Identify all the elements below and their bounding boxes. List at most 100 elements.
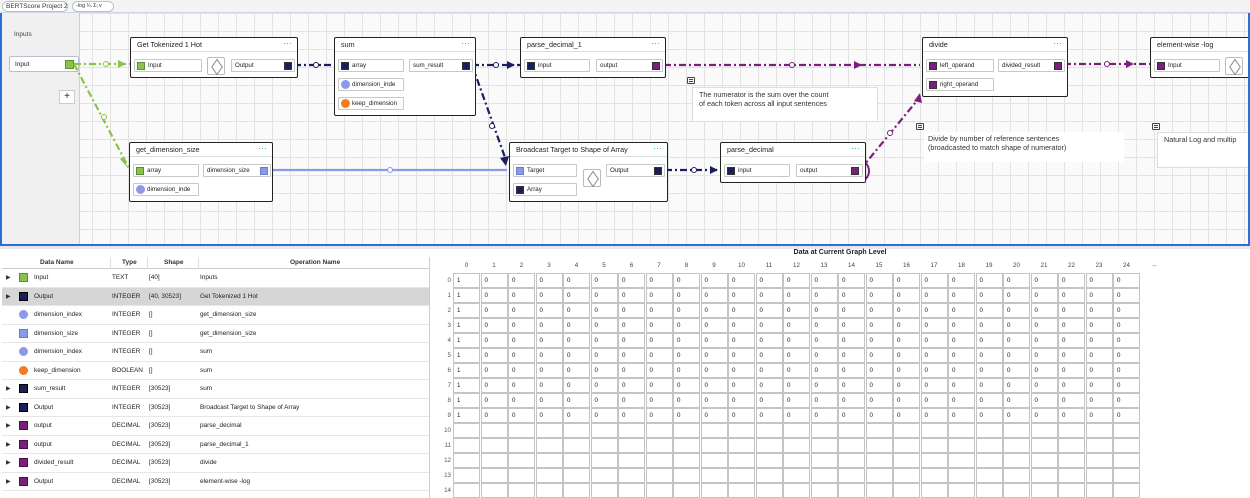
grid-cell[interactable]: 0 [975, 363, 1003, 378]
grid-cell[interactable] [673, 423, 700, 438]
grid-cell[interactable] [563, 453, 590, 468]
grid-cell[interactable]: 0 [865, 318, 893, 333]
expand-caret-icon[interactable]: ▶ [6, 423, 11, 429]
grid-cell[interactable]: 0 [700, 393, 728, 408]
grid-column-header[interactable]: 21 [1040, 262, 1048, 269]
grid-cell[interactable]: 0 [618, 333, 645, 348]
grid-cell[interactable]: 0 [645, 348, 673, 363]
grid-cell[interactable]: 0 [1003, 378, 1030, 393]
grid-cell[interactable]: 0 [838, 318, 865, 333]
grid-cell[interactable] [975, 468, 1003, 483]
grid-cell[interactable]: 0 [838, 333, 865, 348]
grid-cell[interactable]: 0 [1085, 273, 1113, 288]
grid-cell[interactable]: 0 [975, 273, 1003, 288]
node-menu-icon[interactable]: ··· [851, 143, 860, 153]
grid-cell[interactable] [1113, 453, 1140, 468]
grid-cell[interactable]: 0 [948, 348, 975, 363]
grid-cell[interactable]: 0 [838, 348, 865, 363]
grid-cell[interactable]: 0 [645, 288, 673, 303]
grid-cell[interactable]: 0 [1085, 408, 1113, 423]
node-sum[interactable]: sum ··· array sum_result dimension_inde … [334, 37, 476, 116]
grid-cell[interactable]: 1 [453, 363, 480, 378]
grid-cell[interactable] [893, 483, 920, 498]
grid-column-header[interactable]: 13 [820, 262, 828, 269]
grid-cell[interactable] [865, 483, 893, 498]
node-divide[interactable]: divide ··· left_operand divided_result r… [922, 37, 1068, 97]
expand-caret-icon[interactable]: ▶ [6, 293, 11, 300]
grid-cell[interactable]: 0 [1003, 318, 1030, 333]
grid-cell[interactable]: 0 [590, 363, 618, 378]
grid-cell[interactable]: 0 [618, 393, 645, 408]
grid-cell[interactable]: 0 [893, 273, 920, 288]
grid-cell[interactable]: 0 [893, 303, 920, 318]
grid-cell[interactable] [1030, 423, 1058, 438]
grid-cell[interactable] [810, 483, 838, 498]
grid-cell[interactable]: 0 [590, 303, 618, 318]
node-element-wise-log[interactable]: element-wise -log Input [1150, 37, 1248, 78]
note-divide[interactable]: Divide by number of reference sentences … [924, 132, 1124, 162]
note-log[interactable]: Natural Log and multip [1157, 132, 1248, 168]
grid-cell[interactable] [563, 438, 590, 453]
grid-cell[interactable]: 0 [975, 318, 1003, 333]
grid-column-header[interactable]: 5 [602, 262, 606, 269]
grid-cell[interactable]: 0 [618, 273, 645, 288]
grid-cell[interactable]: 0 [755, 348, 783, 363]
grid-cell[interactable]: 0 [865, 333, 893, 348]
grid-cell[interactable]: 0 [563, 393, 590, 408]
note-numerator[interactable]: The numerator is the sum over the count … [692, 87, 878, 122]
port-output[interactable]: output [596, 59, 663, 72]
grid-cell[interactable] [865, 453, 893, 468]
grid-cell[interactable] [508, 483, 535, 498]
grid-cell[interactable] [810, 468, 838, 483]
grid-cell[interactable]: 0 [535, 318, 563, 333]
grid-cell[interactable] [728, 453, 755, 468]
grid-cell[interactable]: 0 [508, 363, 535, 378]
grid-cell[interactable]: 0 [1058, 378, 1085, 393]
comment-icon[interactable] [916, 123, 924, 130]
grid-cell[interactable]: 0 [508, 273, 535, 288]
grid-cell[interactable]: 0 [975, 288, 1003, 303]
grid-cell[interactable]: 0 [618, 363, 645, 378]
grid-cell[interactable] [590, 468, 618, 483]
grid-column-header[interactable]: 11 [765, 262, 773, 269]
grid-cell[interactable]: 0 [865, 408, 893, 423]
expand-caret-icon[interactable]: ▶ [6, 404, 11, 411]
grid-cell[interactable]: 0 [618, 348, 645, 363]
grid-cell[interactable] [645, 483, 673, 498]
grid-cell[interactable]: 0 [810, 273, 838, 288]
node-menu-icon[interactable]: ··· [461, 38, 470, 48]
grid-column-header[interactable]: 24 [1123, 262, 1130, 269]
port-input[interactable]: Input [1154, 59, 1220, 72]
grid-cell[interactable]: 0 [1113, 318, 1140, 333]
grid-cell[interactable]: 0 [645, 378, 673, 393]
grid-cell[interactable] [810, 423, 838, 438]
grid-cell[interactable]: 0 [1113, 288, 1140, 303]
grid-cell[interactable]: 0 [563, 363, 590, 378]
port-left-operand[interactable]: left_operand [926, 59, 994, 72]
grid-cell[interactable] [673, 453, 700, 468]
grid-cell[interactable] [480, 453, 508, 468]
grid-cell[interactable] [755, 468, 783, 483]
grid-cell[interactable]: 0 [563, 348, 590, 363]
grid-cell[interactable]: 0 [1085, 363, 1113, 378]
grid-cell[interactable]: 0 [645, 363, 673, 378]
grid-cell[interactable]: 0 [1113, 273, 1140, 288]
grid-cell[interactable]: 0 [783, 378, 810, 393]
grid-cell[interactable]: 0 [480, 273, 508, 288]
grid-column-header[interactable]: 14 [848, 262, 855, 269]
port-right-operand[interactable]: right_operand [926, 78, 994, 91]
grid-cell[interactable]: 0 [810, 363, 838, 378]
grid-cell[interactable] [535, 453, 563, 468]
node-get-dimension-size[interactable]: get_dimension_size ··· array dimension_s… [129, 142, 273, 202]
grid-cell[interactable]: 0 [673, 273, 700, 288]
grid-cell[interactable] [783, 453, 810, 468]
grid-cell[interactable] [920, 483, 948, 498]
grid-cell[interactable]: 0 [728, 408, 755, 423]
grid-cell[interactable] [783, 438, 810, 453]
node-get-tokenized[interactable]: Get Tokenized 1 Hot ··· Input Output [130, 37, 298, 78]
grid-cell[interactable]: 0 [1058, 393, 1085, 408]
grid-cell[interactable] [508, 453, 535, 468]
